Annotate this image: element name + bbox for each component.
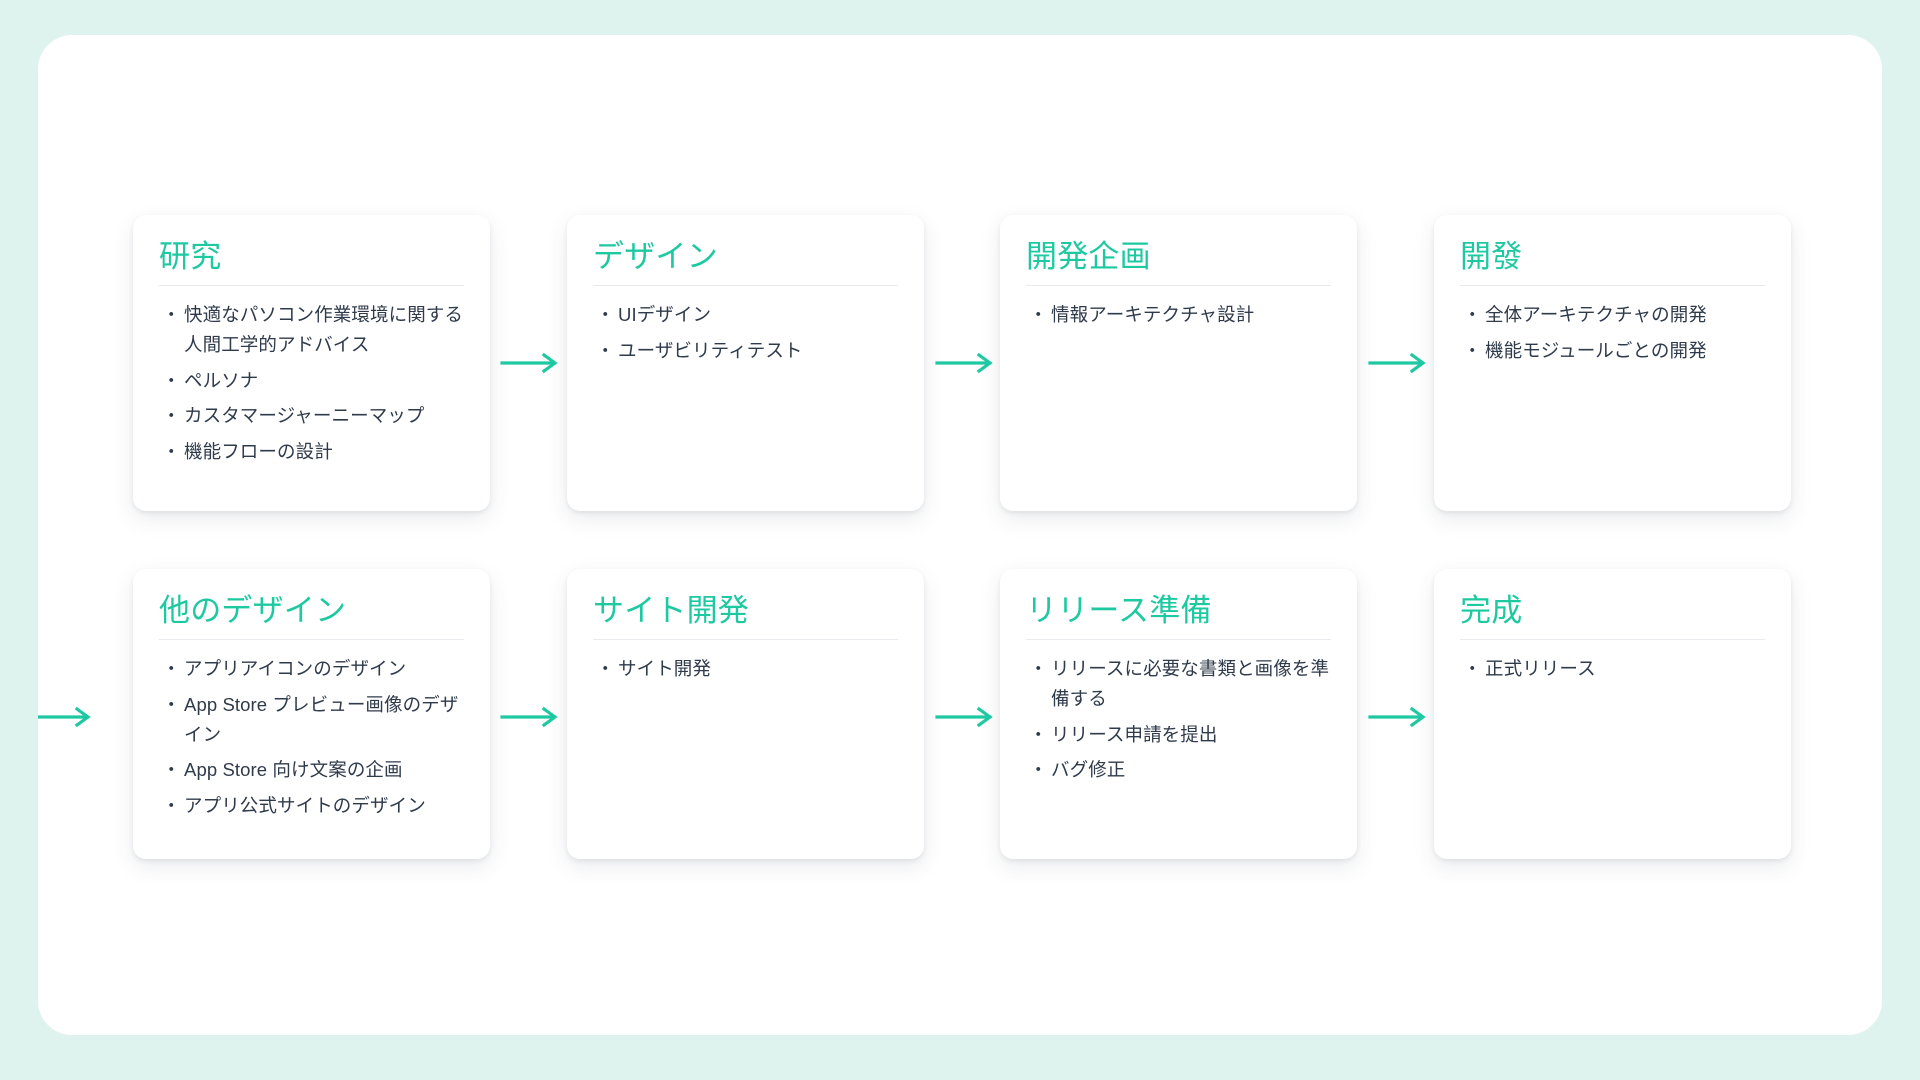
card-title: 開發 [1460,239,1523,274]
list-item-label: App Store 向け文案の企画 [184,759,403,781]
list-item: ・正式リリース [1460,654,1765,684]
list-item: ・App Store プレビュー画像のデザイン [159,690,464,750]
card-research[interactable]: 研究・快適なパソコン作業環境に関する人間工学的アドバイス・ペルソナ・カスタマージ… [133,215,490,511]
card-divider [159,284,464,286]
card-item-list: ・UIデザイン・ユーザビリティテスト [593,300,898,366]
list-item-label: 全体アーキテクチャの開発 [1485,303,1707,325]
card-title: サイト開発 [593,593,749,628]
bullet-icon: ・ [596,339,615,361]
card-divider [1026,638,1331,640]
list-item-label: リリースに必要な書類と画像を準備する [1051,657,1330,709]
list-item: ・ユーザビリティテスト [593,336,898,366]
card-item-list: ・正式リリース [1460,654,1765,684]
list-item: ・カスタマージャーニーマップ [159,401,464,431]
list-item: ・サイト開発 [593,654,898,684]
card-site-development[interactable]: サイト開発・サイト開発 [567,569,924,859]
bullet-icon: ・ [1463,303,1482,325]
card-other-design[interactable]: 他のデザイン・アプリアイコンのデザイン・App Store プレビュー画像のデザ… [133,569,490,859]
list-item: ・バグ修正 [1026,755,1331,785]
list-item-label: 機能モジュールごとの開発 [1485,339,1707,361]
list-item: ・リリースに必要な書類と画像を準備する [1026,654,1331,714]
bullet-icon: ・ [162,693,181,715]
card-item-list: ・アプリアイコンのデザイン・App Store プレビュー画像のデザイン・App… [159,654,464,822]
list-item: ・情報アーキテクチャ設計 [1026,300,1331,330]
bullet-icon: ・ [1029,723,1048,745]
bullet-icon: ・ [1029,303,1048,325]
card-title: 開発企画 [1026,239,1151,274]
arrow-research-to-design [500,350,562,376]
arrow-development-to-other-design [38,704,95,730]
list-item-label: カスタマージャーニーマップ [184,405,425,427]
arrow-release-preparation-to-completion [1368,704,1430,730]
card-divider [159,638,464,640]
bullet-icon: ・ [1463,339,1482,361]
card-divider [593,284,898,286]
list-item: ・機能フローの設計 [159,437,464,467]
card-divider [593,638,898,640]
list-item-label: 機能フローの設計 [184,441,333,463]
card-title: デザイン [593,239,718,274]
card-item-list: ・サイト開発 [593,654,898,684]
list-item-label: サイト開発 [618,657,712,679]
diagram-panel: 研究・快適なパソコン作業環境に関する人間工学的アドバイス・ペルソナ・カスタマージ… [38,35,1882,1035]
bullet-icon: ・ [162,657,181,679]
card-title: 研究 [159,239,222,274]
arrow-design-to-development-planning [935,350,997,376]
list-item-label: アプリアイコンのデザイン [184,657,407,679]
list-item-label: アプリ公式サイトのデザイン [184,795,426,817]
list-item-label: UIデザイン [618,303,712,325]
list-item: ・App Store 向け文案の企画 [159,755,464,785]
list-item: ・リリース申請を提出 [1026,720,1331,750]
card-title: 完成 [1460,593,1523,628]
card-divider [1460,638,1765,640]
card-development-planning[interactable]: 開発企画・情報アーキテクチャ設計 [1000,215,1357,511]
arrow-site-development-to-release-preparation [935,704,997,730]
list-item: ・アプリアイコンのデザイン [159,654,464,684]
bullet-icon: ・ [596,657,615,679]
list-item-label: バグ修正 [1051,759,1126,781]
card-item-list: ・全体アーキテクチャの開発・機能モジュールごとの開発 [1460,300,1765,366]
arrow-other-design-to-site-development [500,704,562,730]
list-item-label: 快適なパソコン作業環境に関する人間工学的アドバイス [184,303,464,355]
card-item-list: ・情報アーキテクチャ設計 [1026,300,1331,330]
list-item: ・ペルソナ [159,366,464,396]
bullet-icon: ・ [162,405,181,427]
list-item-label: ユーザビリティテスト [618,339,803,361]
list-item: ・全体アーキテクチャの開発 [1460,300,1765,330]
card-item-list: ・リリースに必要な書類と画像を準備する・リリース申請を提出・バグ修正 [1026,654,1331,786]
card-completion[interactable]: 完成・正式リリース [1434,569,1791,859]
list-item-label: リリース申請を提出 [1051,723,1218,745]
list-item-label: 正式リリース [1485,657,1596,679]
list-item: ・機能モジュールごとの開発 [1460,336,1765,366]
card-release-preparation[interactable]: リリース準備・リリースに必要な書類と画像を準備する・リリース申請を提出・バグ修正 [1000,569,1357,859]
list-item-label: App Store プレビュー画像のデザイン [184,693,459,745]
bullet-icon: ・ [162,369,181,391]
bullet-icon: ・ [162,441,181,463]
card-title: 他のデザイン [159,593,347,628]
list-item-label: ペルソナ [184,369,259,391]
list-item: ・アプリ公式サイトのデザイン [159,791,464,821]
bullet-icon: ・ [162,795,181,817]
bullet-icon: ・ [1029,759,1048,781]
card-design[interactable]: デザイン・UIデザイン・ユーザビリティテスト [567,215,924,511]
bullet-icon: ・ [162,759,181,781]
card-title: リリース準備 [1026,593,1212,628]
list-item-label: 情報アーキテクチャ設計 [1051,303,1255,325]
arrow-development-planning-to-development [1368,350,1430,376]
card-development[interactable]: 開發・全体アーキテクチャの開発・機能モジュールごとの開発 [1434,215,1791,511]
bullet-icon: ・ [1463,657,1482,679]
card-divider [1026,284,1331,286]
bullet-icon: ・ [162,303,181,325]
card-divider [1460,284,1765,286]
card-item-list: ・快適なパソコン作業環境に関する人間工学的アドバイス・ペルソナ・カスタマージャー… [159,300,464,468]
bullet-icon: ・ [1029,657,1048,679]
list-item: ・快適なパソコン作業環境に関する人間工学的アドバイス [159,300,464,360]
bullet-icon: ・ [596,303,615,325]
list-item: ・UIデザイン [593,300,898,330]
